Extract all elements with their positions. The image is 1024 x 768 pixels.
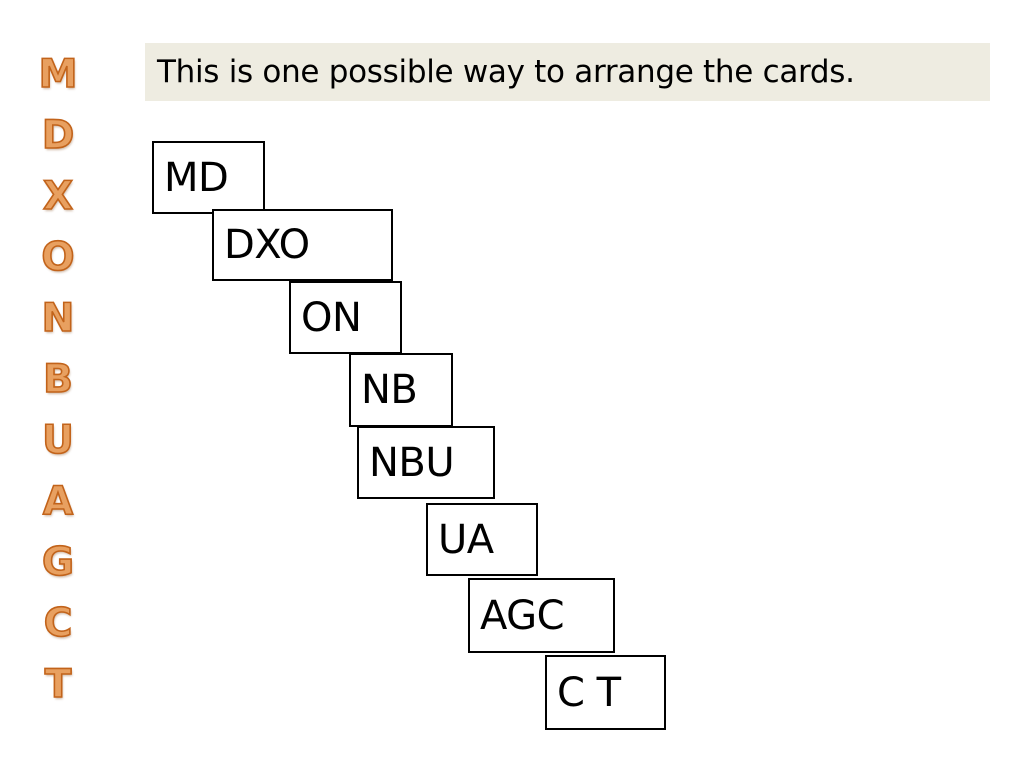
- card: AGC: [468, 578, 615, 653]
- card: NBU: [357, 426, 495, 499]
- sequence-letter: A: [42, 478, 74, 525]
- sequence-letter: O: [41, 234, 76, 281]
- sequence-letter: T: [44, 661, 72, 708]
- card: DXO: [212, 209, 393, 281]
- card-label: NB: [361, 367, 418, 413]
- card: ON: [289, 281, 402, 354]
- sequence-letter: G: [41, 539, 75, 586]
- sequence-letter: B: [42, 356, 73, 403]
- sequence-letter: M: [38, 51, 78, 98]
- card-label: C T: [557, 669, 621, 716]
- card-label: DXO: [224, 222, 310, 268]
- card-label: NBU: [369, 439, 455, 486]
- card-label: AGC: [480, 592, 565, 639]
- card: C T: [545, 655, 666, 730]
- letter-sequence: M D X O N B U A G C T: [30, 44, 86, 715]
- card-label: ON: [301, 294, 362, 341]
- sequence-letter: C: [43, 600, 73, 647]
- instruction-banner: This is one possible way to arrange the …: [145, 43, 990, 101]
- card-label: UA: [438, 516, 494, 563]
- sequence-letter: X: [42, 173, 74, 220]
- card: MD: [152, 141, 265, 214]
- sequence-letter: D: [41, 112, 75, 159]
- sequence-letter: N: [41, 295, 75, 342]
- card: UA: [426, 503, 538, 576]
- instruction-text: This is one possible way to arrange the …: [157, 54, 855, 90]
- card: NB: [349, 353, 453, 427]
- sequence-letter: U: [41, 417, 74, 464]
- card-label: MD: [164, 154, 229, 201]
